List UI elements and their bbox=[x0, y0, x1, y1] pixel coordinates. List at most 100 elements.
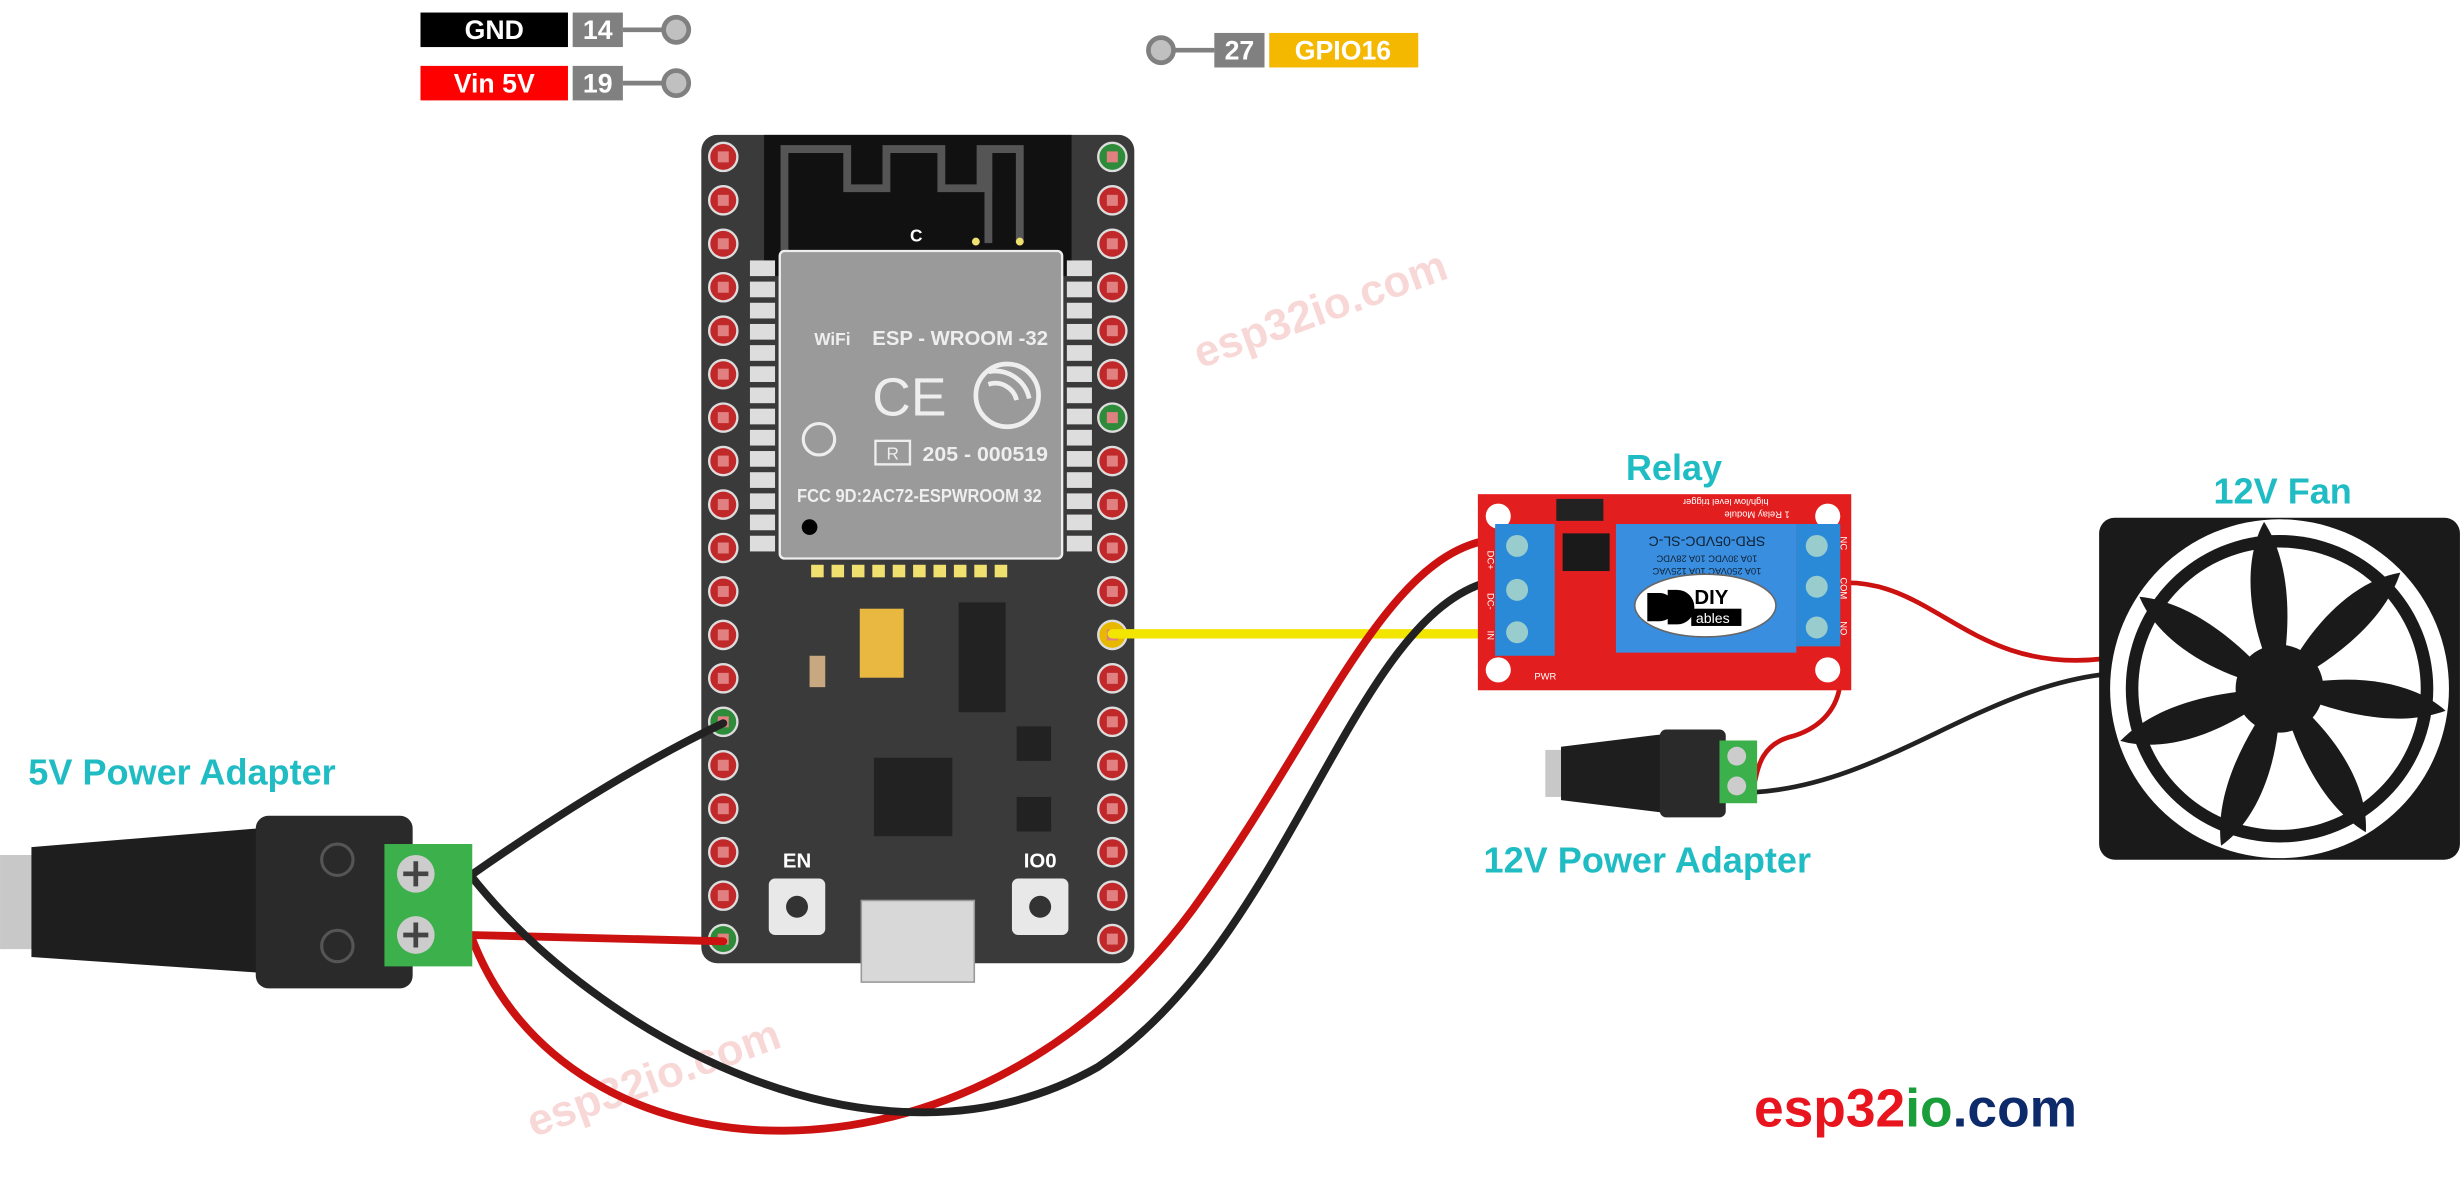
ce-mark: CE bbox=[872, 369, 946, 428]
svg-text:IN: IN bbox=[1485, 631, 1496, 641]
svg-text:NC: NC bbox=[1838, 537, 1849, 551]
header-pin bbox=[707, 836, 739, 868]
module-pad bbox=[749, 429, 776, 446]
svg-text:Vin 5V: Vin 5V bbox=[454, 69, 535, 99]
en-button[interactable] bbox=[768, 878, 826, 936]
svg-text:ESP - WROOM -32: ESP - WROOM -32 bbox=[872, 328, 1048, 350]
header-pin bbox=[1097, 880, 1128, 911]
module-pad bbox=[892, 564, 906, 578]
module-pad bbox=[749, 493, 776, 510]
module-pad bbox=[1066, 260, 1092, 277]
wire-ground-esp32 bbox=[466, 719, 728, 880]
wire-adapter-ground-fan bbox=[1751, 672, 2105, 795]
svg-text:ables: ables bbox=[1696, 610, 1730, 626]
module-pad bbox=[1066, 323, 1092, 340]
wifi-logo: WiFi bbox=[814, 329, 850, 349]
esp32-board: C WiFi ESP - WROOM -32 CE R 205 - 000519… bbox=[701, 134, 1135, 983]
svg-text:high/low level trigger: high/low level trigger bbox=[1683, 497, 1769, 508]
module-pad bbox=[749, 535, 776, 552]
esp-wroom-module bbox=[778, 249, 1064, 560]
header-pin bbox=[707, 185, 739, 216]
module-pad bbox=[1066, 472, 1092, 488]
module-pad bbox=[1066, 535, 1092, 552]
module-pad bbox=[994, 564, 1008, 578]
header-pin bbox=[1097, 489, 1128, 520]
header-pin bbox=[1097, 315, 1128, 347]
svg-text:14: 14 bbox=[583, 15, 613, 45]
header-pin bbox=[707, 228, 739, 260]
power-adapter-12v bbox=[1545, 729, 1758, 818]
svg-text:NO: NO bbox=[1838, 621, 1849, 635]
label-12v-power-adapter: 12V Power Adapter bbox=[1484, 839, 1812, 880]
io0-button[interactable] bbox=[1011, 878, 1069, 936]
svg-text:27: 27 bbox=[1225, 36, 1255, 66]
module-pad bbox=[1066, 281, 1092, 298]
header-pin bbox=[1097, 445, 1128, 477]
module-pad bbox=[749, 260, 776, 277]
module-pad bbox=[974, 564, 987, 578]
module-pad bbox=[872, 564, 885, 578]
header-pin bbox=[1097, 532, 1128, 564]
module-pad bbox=[749, 451, 776, 467]
relay-module: SRD-05VDC-SL-C 10A 30VDC 10A 28VDC 10A 2… bbox=[1477, 494, 1852, 691]
header-pin bbox=[1097, 402, 1128, 433]
header-pin bbox=[707, 141, 739, 173]
pin-connector-icon bbox=[661, 68, 692, 99]
svg-text:EN: EN bbox=[783, 851, 811, 873]
module-pad bbox=[749, 302, 776, 319]
module-pad bbox=[749, 514, 776, 531]
wire-power-relay bbox=[466, 537, 1487, 1135]
svg-text:COM: COM bbox=[1838, 577, 1849, 599]
diyables-logo-icon bbox=[1647, 589, 1695, 625]
label-12v-fan: 12V Fan bbox=[2213, 471, 2351, 512]
wire-ground-relay bbox=[466, 579, 1487, 1117]
brand-logo: esp32io.com bbox=[1754, 1079, 2077, 1138]
module-pad bbox=[1066, 429, 1092, 446]
svg-text:PWR: PWR bbox=[1534, 670, 1556, 681]
module-pad bbox=[749, 323, 776, 340]
espressif-logo-icon bbox=[973, 361, 1041, 430]
module-pad bbox=[1066, 302, 1092, 319]
fan-12v bbox=[2099, 517, 2460, 860]
wire-relay-com-fan bbox=[1817, 580, 2105, 663]
module-pad bbox=[749, 408, 776, 425]
header-pin bbox=[707, 793, 739, 825]
svg-text:DIY: DIY bbox=[1694, 587, 1728, 609]
svg-text:10A 30VDC 10A 28VDC: 10A 30VDC 10A 28VDC bbox=[1656, 553, 1757, 564]
header-pin bbox=[707, 619, 739, 651]
svg-text:DC+: DC+ bbox=[1485, 551, 1496, 571]
header-pin bbox=[707, 402, 739, 433]
header-pin bbox=[1097, 793, 1128, 825]
header-pin bbox=[707, 749, 739, 781]
header-pin bbox=[707, 663, 739, 694]
header-pin bbox=[1097, 228, 1128, 260]
header-pin bbox=[1097, 576, 1128, 607]
module-pad bbox=[749, 387, 776, 404]
header-pin bbox=[707, 532, 739, 564]
wires bbox=[466, 537, 2105, 1135]
svg-text:C: C bbox=[910, 226, 922, 246]
module-pad bbox=[1066, 387, 1092, 404]
module-pad bbox=[1066, 493, 1092, 510]
label-5v-power-adapter: 5V Power Adapter bbox=[28, 751, 335, 792]
module-pad bbox=[913, 564, 926, 578]
header-pin bbox=[1097, 358, 1128, 390]
module-pad bbox=[811, 564, 824, 578]
wire-power-esp32 bbox=[466, 931, 728, 946]
svg-text:10A 250VAC 10A 125VAC: 10A 250VAC 10A 125VAC bbox=[1652, 566, 1761, 577]
module-pad bbox=[831, 564, 845, 578]
header-pin bbox=[1097, 706, 1128, 738]
svg-text:GPIO16: GPIO16 bbox=[1295, 36, 1391, 66]
pin-label-gpio16: 27 GPIO16 bbox=[1146, 32, 1419, 68]
header-pin bbox=[707, 880, 739, 911]
header-pin bbox=[1097, 836, 1128, 868]
svg-text:R: R bbox=[886, 444, 898, 464]
module-pad bbox=[953, 564, 967, 578]
telec-mark-icon bbox=[801, 422, 837, 457]
module-pad bbox=[749, 366, 776, 383]
pin-connector-icon bbox=[1146, 35, 1176, 66]
label-relay: Relay bbox=[1626, 447, 1722, 488]
module-pad bbox=[1066, 345, 1092, 361]
header-pin bbox=[1097, 141, 1128, 173]
